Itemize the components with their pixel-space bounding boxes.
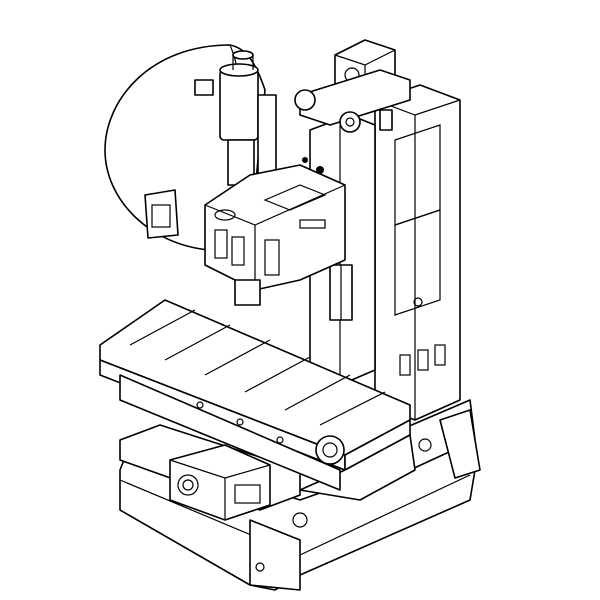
spindle-head — [204, 157, 346, 306]
z-axis-motor — [294, 39, 411, 133]
work-table — [99, 299, 416, 501]
saddle — [119, 424, 301, 521]
tool-changer — [219, 50, 277, 186]
